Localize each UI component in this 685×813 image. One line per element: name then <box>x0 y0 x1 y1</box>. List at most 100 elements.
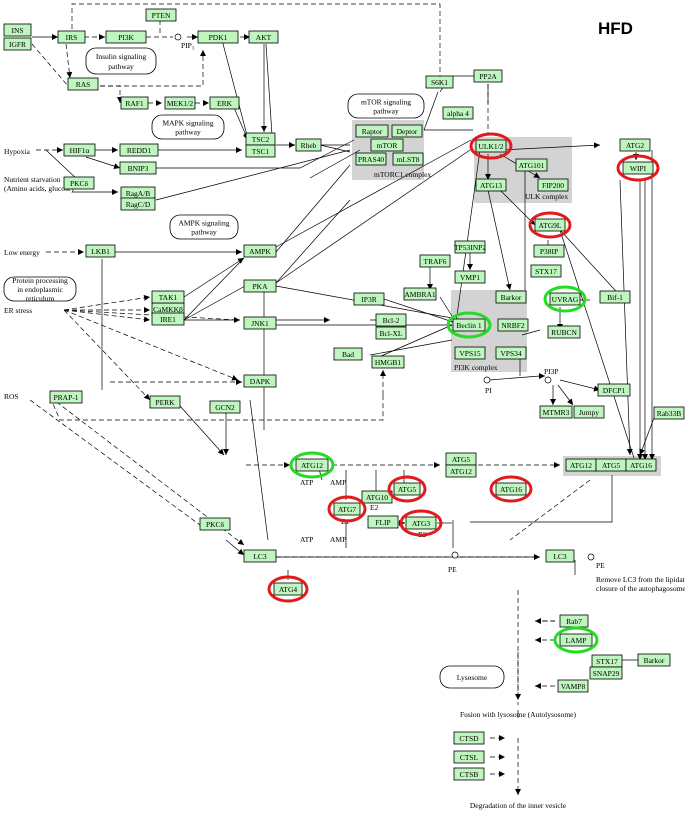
node-lamp[interactable]: LAMP <box>559 633 593 647</box>
node-bnip3[interactable]: BNIP3 <box>119 161 157 175</box>
node-bad[interactable]: Bad <box>333 347 363 361</box>
node-rab33b[interactable]: Rab33B <box>653 406 685 420</box>
node-dapk[interactable]: DAPK <box>243 374 277 388</box>
node-lc3b[interactable]: LC3 <box>545 549 575 563</box>
node-atg13[interactable]: ATG13 <box>475 178 507 192</box>
node-vamp8[interactable]: VAMP8 <box>557 679 589 693</box>
node-atg2[interactable]: ATG2 <box>619 138 651 152</box>
node-irs[interactable]: IRS <box>57 30 86 44</box>
node-ambra1[interactable]: AMBRA1 <box>403 287 437 301</box>
node-beclin1[interactable]: Beclin 1 <box>452 318 486 332</box>
node-vmp1[interactable]: VMP1 <box>454 270 486 284</box>
node-rheb[interactable]: Rheb <box>295 138 322 152</box>
node-pka[interactable]: PKA <box>243 279 277 293</box>
node-mtmr3[interactable]: MTMR3 <box>539 405 573 419</box>
node-tsc2[interactable]: TSC2 <box>245 132 276 146</box>
node-alpha4[interactable]: alpha 4 <box>442 106 474 120</box>
node-s6k1[interactable]: S6K1 <box>425 75 454 89</box>
node-atg5c[interactable]: ATG5 <box>595 458 627 472</box>
node-atg3[interactable]: ATG3 <box>405 516 437 530</box>
node-erk[interactable]: ERK <box>209 96 240 110</box>
node-atg7[interactable]: ATG7 <box>333 502 361 516</box>
node-pdk1[interactable]: PDK1 <box>197 30 239 44</box>
node-nrbf2[interactable]: NRBF2 <box>497 318 529 332</box>
node-perk[interactable]: PERK <box>149 395 181 409</box>
node-snap29[interactable]: SNAP29 <box>589 666 623 680</box>
node-traf6[interactable]: TRAF6 <box>419 254 451 268</box>
pathway-insulin[interactable]: Insulin signaling pathway <box>85 47 157 75</box>
node-hmgb1[interactable]: HMGB1 <box>371 355 405 369</box>
node-jnk1[interactable]: JNK1 <box>243 316 277 330</box>
node-uvrag[interactable]: UVRAG <box>549 292 581 306</box>
node-ulk[interactable]: ULK1/2 <box>475 139 507 153</box>
node-lc3[interactable]: LC3 <box>243 549 277 563</box>
node-atg101[interactable]: ATG101 <box>515 158 548 172</box>
node-ire1[interactable]: IRE1 <box>151 312 185 326</box>
node-pras40[interactable]: PRAS40 <box>355 152 387 166</box>
node-mlst8[interactable]: mLST8 <box>392 152 424 166</box>
node-vps15[interactable]: VPS15 <box>454 346 486 360</box>
node-ras[interactable]: RAS <box>67 77 99 91</box>
node-p38ip[interactable]: P38IP <box>533 244 565 258</box>
node-ctsl[interactable]: CTSL <box>453 750 485 764</box>
node-rag-ab[interactable]: RagA/B <box>120 186 156 200</box>
node-atg12b[interactable]: ATG12 <box>445 464 477 478</box>
node-prap1[interactable]: PRAP-1 <box>49 390 83 404</box>
node-bif1[interactable]: Bif-1 <box>599 290 631 304</box>
node-atg9l[interactable]: ATG9L <box>534 218 566 232</box>
node-pten[interactable]: PTEN <box>145 8 177 22</box>
node-pi3k[interactable]: PI3K <box>105 30 147 44</box>
node-atg5[interactable]: ATG5 <box>393 482 421 496</box>
node-atg5a[interactable]: ATG5 <box>445 452 477 466</box>
node-bcl2[interactable]: Bcl-2 <box>375 313 407 327</box>
node-dfcp1[interactable]: DFCP1 <box>597 383 631 397</box>
node-rag-cd[interactable]: RagC/D <box>120 197 156 211</box>
node-rubcn[interactable]: RUBCN <box>547 325 581 339</box>
node-pkcd-top[interactable]: PKCδ <box>63 176 95 190</box>
node-ctsd[interactable]: CTSD <box>453 731 485 745</box>
node-redd1[interactable]: REDD1 <box>119 143 159 157</box>
node-ampk[interactable]: AMPK <box>243 244 277 258</box>
node-wipi[interactable]: WIPI <box>622 161 654 175</box>
node-tsc1[interactable]: TSC1 <box>245 144 276 158</box>
pathways-lysosome[interactable]: Lysosome <box>439 665 505 689</box>
node-flip[interactable]: FLIP <box>367 515 399 529</box>
node-mek[interactable]: MEK1/2 <box>164 96 196 110</box>
node-atg16[interactable]: ATG16 <box>495 482 527 496</box>
node-tp53inp2[interactable]: TP53INP2 <box>454 240 486 254</box>
node-bclxl[interactable]: Bcl-XL <box>375 326 407 340</box>
node-lkb1[interactable]: LKB1 <box>85 244 116 258</box>
node-atg16c[interactable]: ATG16 <box>625 458 657 472</box>
svg-text:Bcl-2: Bcl-2 <box>383 316 400 325</box>
node-raptor[interactable]: Raptor <box>355 124 389 138</box>
node-ctsb[interactable]: CTSB <box>453 767 485 781</box>
node-hif1a[interactable]: HIF1α <box>63 143 96 157</box>
node-pkcd[interactable]: PKCδ <box>199 517 231 531</box>
node-deptor[interactable]: Deptor <box>391 124 423 138</box>
node-atg12c[interactable]: ATG12 <box>565 458 597 472</box>
node-barkor[interactable]: Barkor <box>495 290 527 304</box>
node-rab7[interactable]: Rab7 <box>559 614 589 628</box>
node-raf1[interactable]: RAF1 <box>120 96 149 110</box>
node-vps34[interactable]: VPS34 <box>495 346 527 360</box>
node-barkor2[interactable]: Barkor <box>637 653 671 667</box>
node-pp2a[interactable]: PP2A <box>473 69 503 83</box>
node-mtor[interactable]: mTOR <box>370 138 404 152</box>
node-jumpy[interactable]: Jumpy <box>573 405 605 419</box>
node-ip3r[interactable]: IP3R <box>353 292 385 306</box>
node-ins[interactable]: INS <box>3 23 32 37</box>
node-igfr[interactable]: IGFR <box>3 37 32 51</box>
node-gcn2[interactable]: GCN2 <box>209 400 241 414</box>
node-atg12[interactable]: ATG12 <box>295 458 329 472</box>
node-stx17b[interactable]: STX17 <box>591 654 623 668</box>
node-akt[interactable]: AKT <box>248 30 279 44</box>
node-atg4[interactable]: ATG4 <box>273 582 303 596</box>
node-fip200[interactable]: FIP200 <box>537 178 569 192</box>
node-stx17[interactable]: STX17 <box>530 264 562 278</box>
node-tak1[interactable]: TAK1 <box>151 290 185 304</box>
node-atg10[interactable]: ATG10 <box>361 490 393 504</box>
